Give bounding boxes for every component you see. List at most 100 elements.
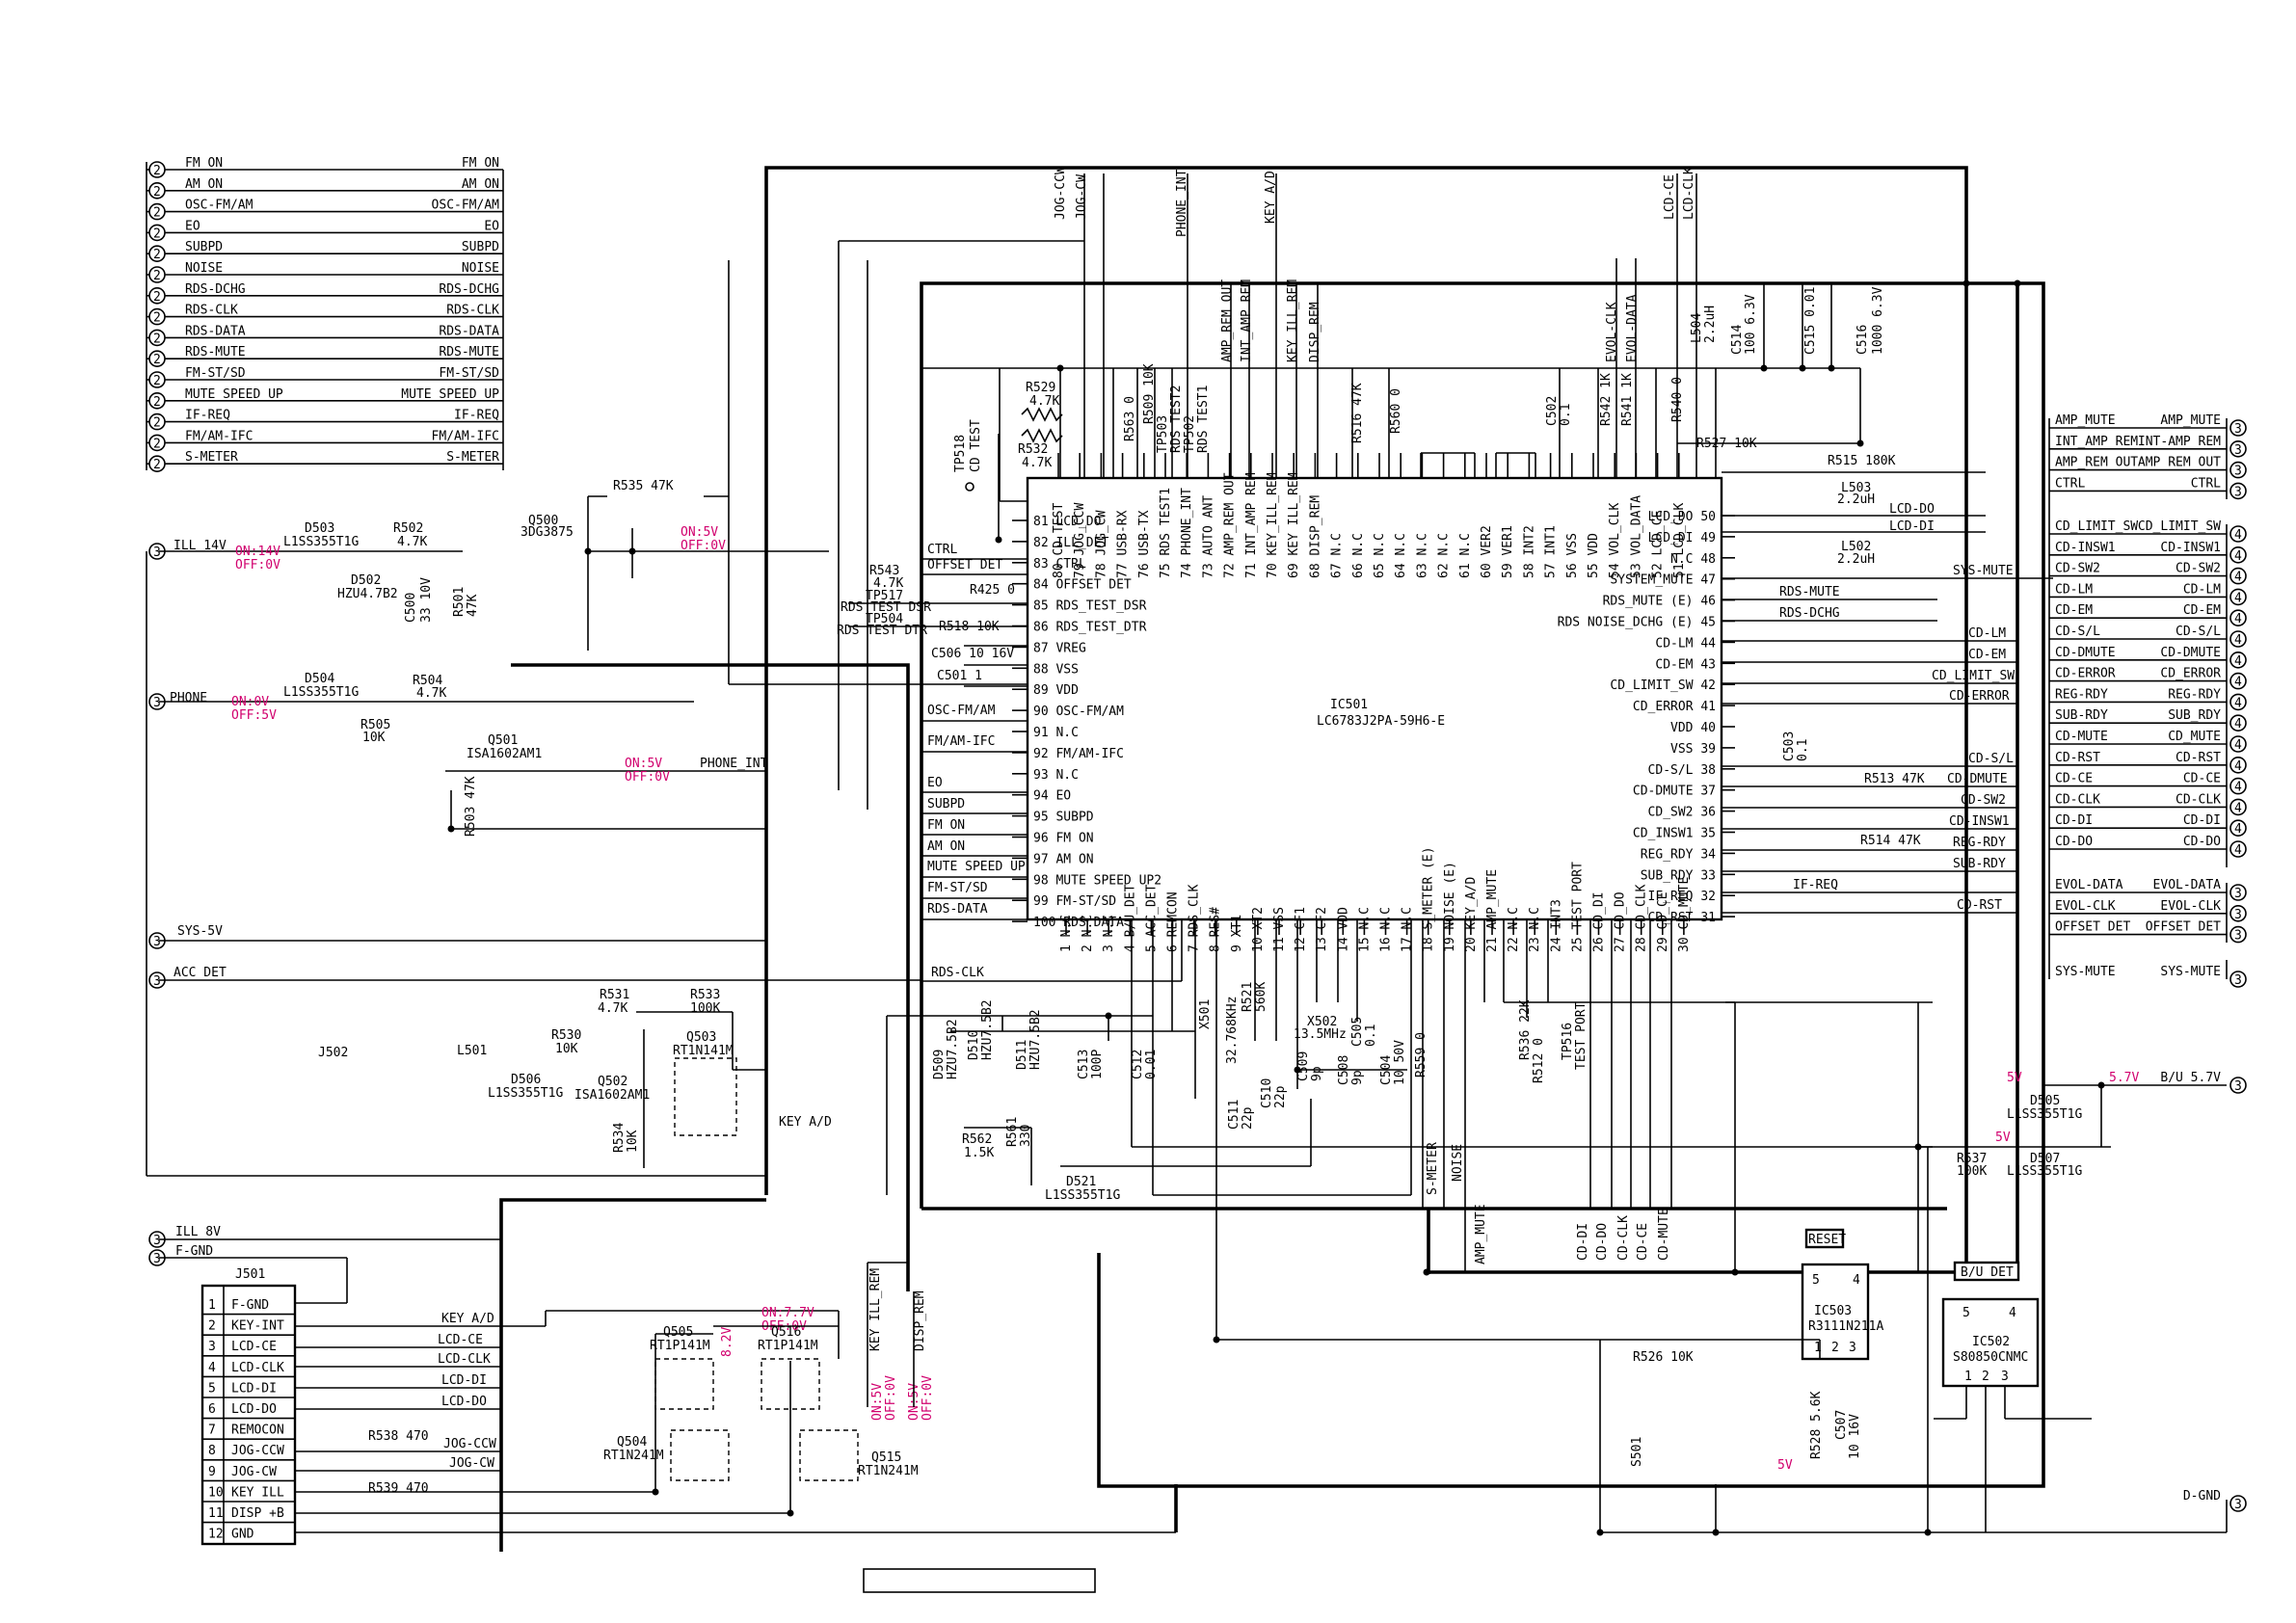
connector-pin-circle <box>2229 588 2247 606</box>
j501-pin-label: KEY ILL <box>231 1485 284 1500</box>
off0b: OFF:0V <box>681 539 726 553</box>
ic503-pin4: 4 <box>1853 1273 1860 1288</box>
connector-label-outer: CD-EM <box>2183 603 2221 618</box>
ic-left-pin-label: 82 ILL_DET <box>1033 536 1108 550</box>
ic-left-pin-label: 91 N.C <box>1033 726 1079 740</box>
connector-pin-circle <box>2229 840 2247 858</box>
s501: S501 <box>1630 1437 1644 1467</box>
connector-label-inner: CD-DO <box>2055 835 2093 849</box>
c511-val: 22p <box>1241 1106 1255 1130</box>
c513-val: 100P <box>1090 1050 1105 1079</box>
ic-left-pin-label: 88 VSS <box>1033 662 1079 677</box>
l504-ref: L504 <box>1690 313 1704 343</box>
r521-val: 560K <box>1254 982 1268 1012</box>
j501-pin-number: 9 <box>208 1465 216 1479</box>
ic-right-pin-label: CD_ERROR 41 <box>1633 700 1716 714</box>
connector-pin-number: 2 <box>153 311 161 326</box>
ic-right-pin-label: N.C 48 <box>1670 552 1716 567</box>
d505-part: L1SS355T1G <box>2007 1107 2082 1122</box>
x501-val: 32.768KHz <box>1225 997 1240 1064</box>
connector-pin-circle <box>2229 693 2247 711</box>
r531-val: 4.7K <box>598 1001 627 1016</box>
q504-ref: Q504 <box>617 1435 647 1450</box>
connector-pin-circle <box>2229 714 2247 732</box>
connector-pin-number: 4 <box>2234 759 2242 774</box>
ic-right-pin-label: CD-S/L 38 <box>1648 763 1716 778</box>
sig-int-amp-rem: INT_AMP REM <box>1240 279 1254 362</box>
ic-top-pin-label: 67 N.C <box>1330 533 1345 578</box>
off0c: OFF:0V <box>625 770 670 785</box>
connector-label-left: RDS-DCHG <box>185 282 246 297</box>
ic502-part: S80850CNMC <box>1953 1350 2028 1365</box>
j501-row: 9 JOG-CW <box>202 1459 295 1479</box>
d504-ref: D504 <box>305 672 334 686</box>
d510-part: HZU7.5B2 <box>980 999 995 1060</box>
connector-pin-circle <box>2229 1495 2247 1512</box>
ic-left-pin-label: 95 SUBPD <box>1033 811 1094 825</box>
rb-cd-sl: CD-S/L <box>1968 752 2014 766</box>
reset-ic503: RESET 5 4 IC503 R3111N211A 1 2 3 R526 10… <box>1599 1228 1883 1532</box>
connector-pin-number: 4 <box>2234 696 2242 710</box>
r504-ref: R504 <box>413 674 442 688</box>
connector-pin-number: 4 <box>2234 612 2242 626</box>
ic-right-pin-label: SUB_RDY 33 <box>1641 868 1716 883</box>
bu-diodes: D505 L1SS355T1G D507 L1SS355T1G R537 100… <box>1600 1084 2228 1533</box>
ic-right-pin-label: CD_RST 31 <box>1648 911 1716 925</box>
connector-pin-number: 3 <box>2234 1079 2242 1094</box>
j502: J502 <box>318 1046 348 1060</box>
cd-do-label: CD-DO <box>1595 1223 1610 1261</box>
connector-label-outer: CD-DI <box>2183 813 2221 828</box>
ic-top-pin-label: 51 LCD_CLK <box>1672 503 1687 578</box>
sig-jog-ccw: JOG-CCW <box>1054 167 1068 220</box>
connector-label-right: RDS-DCHG <box>439 282 499 297</box>
connector-label-right: AM ON <box>462 177 499 192</box>
connector-pin-circle <box>2229 567 2247 585</box>
connector-label-right: FM ON <box>462 156 499 171</box>
d504-part: L1SS355T1G <box>283 685 359 700</box>
ic-right-pin-label: CD-EM 43 <box>1655 657 1716 672</box>
connector-label-outer: B/U 5.7V <box>2160 1071 2221 1085</box>
j501-pin-label: JOG-CCW <box>231 1444 284 1458</box>
connector-label-outer: EVOL-CLK <box>2160 899 2221 914</box>
jw-lcd-di: LCD-DI <box>441 1373 487 1388</box>
connector-label-left: FM/AM-IFC <box>185 429 253 443</box>
x501-ref: X501 <box>1198 999 1213 1029</box>
ic-top-pin-label: 65 N.C <box>1373 533 1387 578</box>
ic-top-pin-label: 71 INT_AMP REM <box>1244 472 1259 578</box>
ic-bottom-pin-label: 18 S_METER (E) <box>1422 846 1436 952</box>
connector-pin-number: 3 <box>2234 929 2242 944</box>
rb-sys-mute: SYS-MUTE <box>1953 564 2014 578</box>
ic-bottom-pin-label: 3 N.C <box>1102 915 1116 952</box>
x502-val: 13.5MHz <box>1294 1027 1347 1042</box>
connector-pin-number: 4 <box>2234 591 2242 605</box>
connector-pin-number: 3 <box>153 545 161 560</box>
ic-top-pin-label: 55 VDD <box>1587 533 1601 578</box>
v5c: 5V <box>1777 1458 1793 1473</box>
ic-left-pin-label: 96 FM ON <box>1033 832 1094 846</box>
connector-pin-circle <box>2229 971 2247 988</box>
connector-label-left: RDS-MUTE <box>185 345 246 359</box>
r501-val: 47K <box>466 594 480 617</box>
d521-part: L1SS355T1G <box>1045 1188 1120 1203</box>
connector-pin-number: 3 <box>153 1234 161 1248</box>
connector-label-outer: CD-CLK <box>2176 792 2221 807</box>
connector-pin-number: 3 <box>2234 1498 2242 1512</box>
rb-sub-rdy: SUB-RDY <box>1953 857 2006 871</box>
top-signal-wires <box>921 173 1986 540</box>
ic502-pin5: 5 <box>1962 1306 1970 1320</box>
ic-left-pin-label: 84 OFFSET DET <box>1033 578 1132 593</box>
jw-jog-cw: JOG-CW <box>449 1456 494 1471</box>
l503-val: 2.2uH <box>1837 492 1875 507</box>
connector-label-inner: CD-DMUTE <box>2055 646 2116 660</box>
right-bus: SYS-MUTE RDS-MUTE RDS-DCHG CD-LM CD-EM C… <box>1722 564 2053 914</box>
j501-pin-label: JOG-CW <box>231 1465 277 1479</box>
ic-top-pin-label: 69 KEY ILL_REM <box>1287 472 1301 578</box>
